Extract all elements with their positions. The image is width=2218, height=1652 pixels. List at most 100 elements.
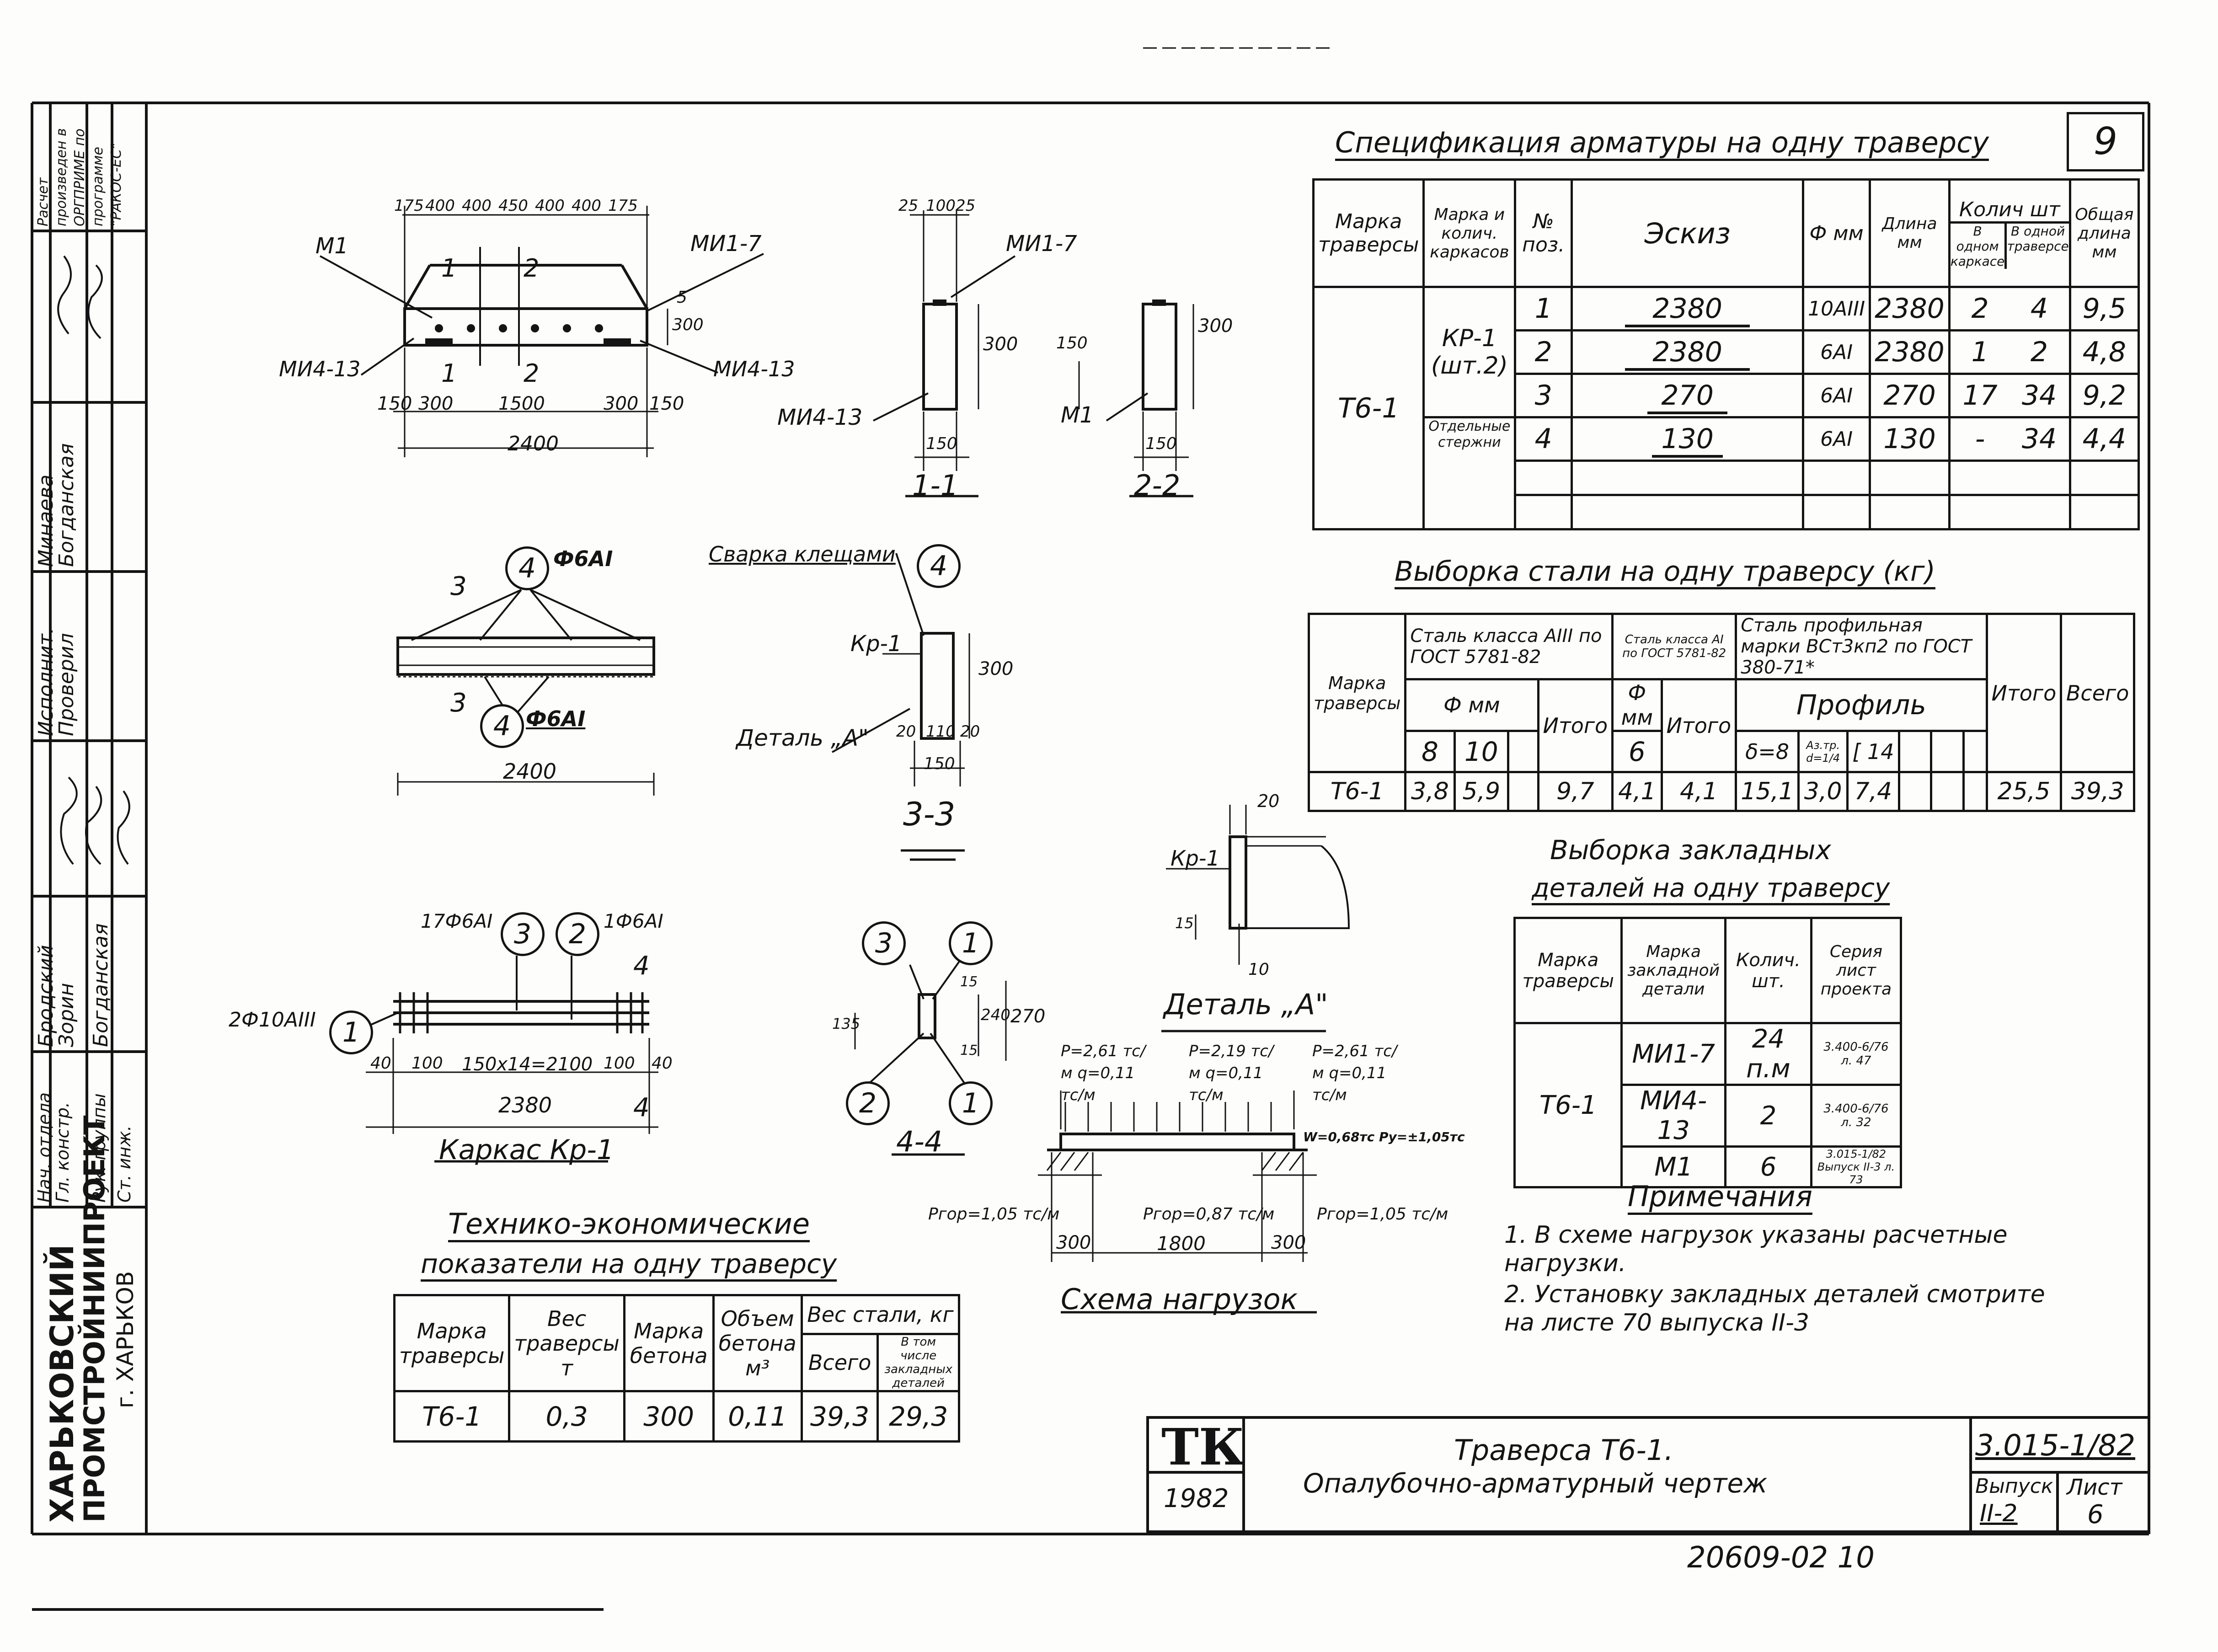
emb-ref: 3.015-1/82 Выпуск II-3 л. 73 — [1810, 1145, 1903, 1188]
spec-h-qty-trav: В одной траверсе — [2007, 223, 2069, 254]
pos-marker-3-s44: 3 — [862, 921, 906, 965]
emb-name: МИ1-7 — [1620, 1022, 1726, 1086]
label-f6-top: Ф6АI — [553, 546, 613, 571]
spec-qty-frame: 2 — [1971, 293, 1989, 325]
spec-pos: 4 — [1514, 416, 1573, 462]
s11-top-2: 100 — [926, 197, 956, 215]
tech-weight: 0,3 — [508, 1390, 625, 1443]
label-m1-s22: М1 — [1061, 402, 1094, 428]
pos-marker-4-top: 4 — [505, 546, 549, 590]
emb-qty: 6 — [1724, 1145, 1812, 1188]
tech-h-mark: Марка траверсы — [393, 1294, 511, 1392]
stamp-title-1: Траверса Т6-1. — [1454, 1433, 1673, 1467]
tech-h-steel-all: Всего — [800, 1333, 879, 1392]
det-a-d3: 10 — [1248, 960, 1269, 979]
s33-d2: 110 — [926, 722, 956, 741]
spec-group1: КР-1 (шт.2) — [1422, 286, 1517, 418]
spec-len: 130 — [1869, 416, 1951, 462]
spec-len: 2380 — [1869, 286, 1951, 331]
cut-mark-4-bot: 4 — [633, 1093, 650, 1123]
detail-a-title: Деталь „А" — [1164, 988, 1328, 1021]
steel-h-itogo-2: Итого — [1660, 678, 1737, 773]
spec-dia: 6AI — [1802, 416, 1871, 462]
steel-cd8: δ=8 — [1735, 730, 1800, 773]
spec-h-qty-label: Колич шт — [1950, 198, 2069, 224]
embedded-title-2: деталей на одну траверсу — [1532, 873, 1890, 903]
spec-group2: Отдельные стержни — [1422, 416, 1517, 530]
label-mi413-left: МИ4-13 — [279, 357, 361, 381]
section-1-1: 1-1 — [912, 469, 959, 502]
spec-dia: 6AI — [1802, 373, 1871, 418]
emb-name: МИ4-13 — [1620, 1084, 1726, 1148]
label-kp1-det: Кр-1 — [1170, 846, 1220, 871]
tech-h-steel: Вес стали, кг — [800, 1294, 961, 1335]
load-1: P=2,61 тс/м q=0,11 тс/м — [1061, 1042, 1146, 1104]
plan-total: 2400 — [503, 759, 557, 784]
load-2: P=2,19 тс/м q=0,11 тс/м — [1189, 1042, 1274, 1104]
s44-d2: 240 — [981, 1006, 1010, 1024]
steel-h-prof: Сталь профильная марки ВСт3кп2 по ГОСТ 3… — [1735, 613, 1988, 680]
label-m1: М1 — [315, 233, 348, 259]
emb-h-qty: Колич. шт. — [1724, 917, 1812, 1024]
pos-4-label: 4 — [930, 550, 948, 582]
label-kp1-s33: Кр-1 — [850, 631, 902, 657]
pos-marker-3-frame: 3 — [501, 912, 545, 956]
steel-cl: [ 14 — [1846, 730, 1900, 773]
steel-mark: Т6-1 — [1307, 771, 1407, 812]
emb-ref: 3.400-6/76 л. 47 — [1810, 1022, 1903, 1086]
steel-cs: Аз.тр. d=1/4 — [1797, 730, 1849, 773]
spec-h-len: Длина мм — [1869, 178, 1951, 288]
stamp-issue-label: Выпуск — [1975, 1475, 2053, 1498]
s11-w: 150 — [926, 434, 957, 453]
emb-ref: 3.400-6/76 л. 32 — [1810, 1084, 1903, 1148]
s44-d4: 270 — [1010, 1006, 1046, 1027]
tech-h-concrete: Марка бетона — [623, 1294, 715, 1392]
s11-top-1: 25 — [898, 197, 919, 215]
dim-elev-2: 400 — [425, 197, 455, 215]
rgor-2: Pгор=0,87 тс/м — [1143, 1205, 1275, 1224]
s33-d3: 20 — [960, 722, 980, 741]
steel-h-fmm-2: Ф мм — [1611, 678, 1663, 732]
stamp-sheet-label: Лист — [2067, 1475, 2122, 1500]
s11-h: 300 — [983, 334, 1018, 355]
spec-len: 2380 — [1869, 329, 1951, 375]
spec-h-pos: № поз. — [1514, 178, 1573, 288]
section-2-2: 2-2 — [1134, 469, 1181, 502]
tech-h-volume: Объем бетона м³ — [712, 1294, 803, 1392]
steel-h-fmm: Ф мм — [1404, 678, 1539, 732]
s22-h2: 300 — [1198, 315, 1233, 337]
label-mi413-s11: МИ4-13 — [777, 405, 863, 430]
frame-left: 2Ф10АIII — [229, 1008, 316, 1032]
steel-h-mark: Марка траверсы — [1307, 613, 1407, 773]
steel-h-profile: Профиль — [1735, 678, 1988, 732]
load-d1: 300 — [1056, 1232, 1091, 1253]
emb-h-detail: Марка закладной детали — [1620, 917, 1726, 1024]
steel-c10: 10 — [1453, 730, 1509, 773]
signatures — [57, 255, 130, 865]
pos-marker-1-frame: 1 — [329, 1010, 373, 1054]
load-d3: 300 — [1271, 1232, 1306, 1253]
spec-qty-trav: 34 — [2021, 423, 2057, 455]
dim-elev-top: 5 — [677, 288, 687, 307]
dim-elev-b1: 150 — [377, 393, 412, 414]
emb-h-mark: Марка траверсы — [1513, 917, 1623, 1024]
steel-h-a3: Сталь класса AIII по ГОСТ 5781-82 — [1404, 613, 1614, 680]
spec-qty-frame: 1 — [1971, 336, 1989, 368]
load-title: Схема нагрузок — [1061, 1283, 1298, 1316]
embedded-title-1: Выборка закладных — [1550, 834, 1831, 866]
spec-qty-trav: 4 — [2030, 293, 2048, 325]
spec-h-mark: Марка траверсы — [1312, 178, 1425, 288]
spec-len: 270 — [1869, 373, 1951, 418]
dim-elev-5: 400 — [535, 197, 565, 215]
spec-h-total: Общая длина мм — [2068, 178, 2140, 288]
note-1: 1. В схеме нагрузок указаны расчетные на… — [1504, 1221, 2008, 1277]
tech-title-2: показатели на одну траверсу — [421, 1248, 837, 1279]
label-f6-bot: Ф6АI — [526, 706, 586, 731]
pos-marker-2-s44: 2 — [846, 1081, 890, 1125]
steel-p2: 3,0 — [1797, 771, 1849, 812]
spec-sketch: 270 — [1647, 380, 1727, 414]
spec-qty-frame: 17 — [1962, 380, 1998, 412]
stamp-logo: ТК — [1161, 1417, 1245, 1476]
tech-emb: 29,3 — [877, 1390, 960, 1443]
